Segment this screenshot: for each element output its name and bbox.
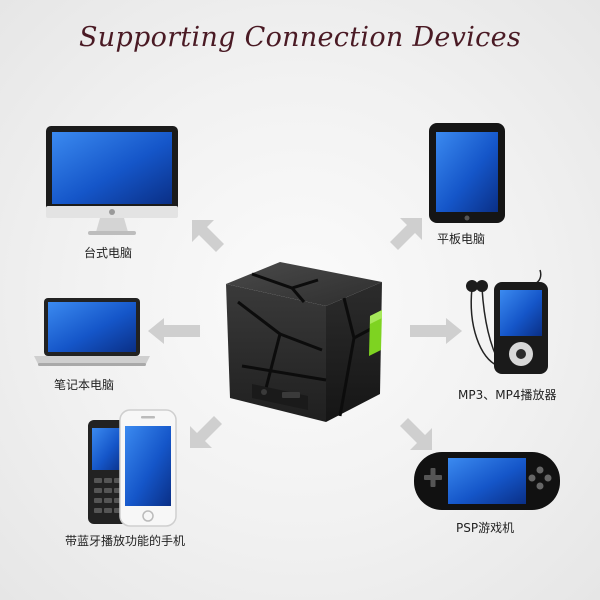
mp3-player-icon [466,269,548,374]
arrow-to-tablet-icon [390,218,422,250]
arrow-to-desktop-icon [192,220,224,252]
arrow-to-mp3-icon [410,318,462,344]
tablet-label: 平板电脑 [437,232,486,246]
cube-speaker-icon [226,262,382,422]
psp-console-icon [414,452,560,510]
page-title: Supporting Connection Devices [78,22,522,53]
desktop-label: 台式电脑 [84,246,133,260]
psp-label: PSP游戏机 [456,521,515,535]
arrow-to-laptop-icon [148,318,200,344]
laptop-label: 笔记本电脑 [54,378,115,392]
arrow-to-phone-icon [190,416,222,448]
desktop-monitor-icon [46,126,178,235]
phone-label: 带蓝牙播放功能的手机 [65,534,186,548]
mobile-phone-icon [88,409,177,527]
laptop-icon [34,298,150,366]
mp3-label: MP3、MP4播放器 [458,388,557,402]
arrow-to-psp-icon [400,418,432,450]
tablet-icon [429,123,505,223]
